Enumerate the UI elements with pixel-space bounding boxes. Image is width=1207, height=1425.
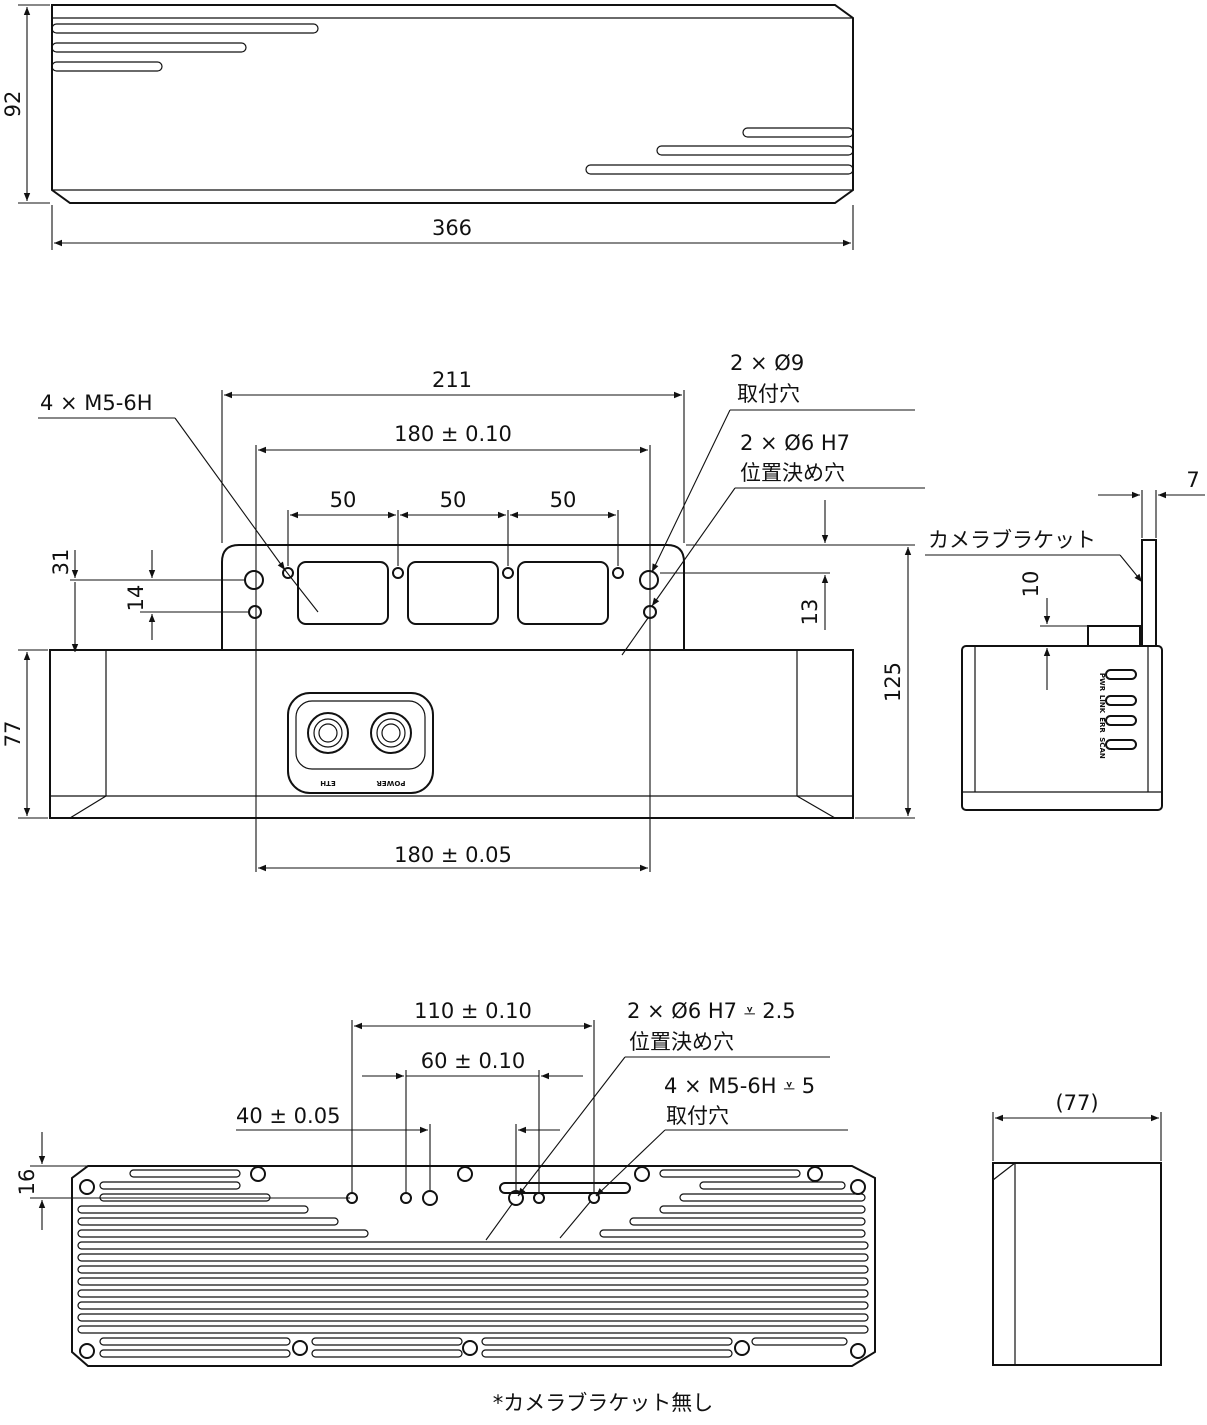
- bottom-callout-m5-line1: 4 × M5-6H ⩡ 5: [664, 1074, 815, 1098]
- bottom-callout-m5-line2: 取付穴: [666, 1104, 729, 1128]
- led-link: LINK: [1098, 695, 1106, 714]
- callout-d9-line1: 2 × Ø9: [730, 351, 804, 375]
- power-connector-icon: [370, 712, 412, 754]
- top-view: 92 366: [1, 4, 854, 250]
- bottom-callout-d6-line2: 位置決め穴: [629, 1030, 734, 1054]
- bottom-side-view: (77): [992, 1091, 1162, 1366]
- dim-50-a: 50: [330, 488, 357, 512]
- bottom-view: 110 ± 0.10 60 ± 0.10 40 ± 0.05 16 2 × Ø6…: [15, 999, 876, 1367]
- eth-label: ETH: [320, 779, 336, 787]
- dim-40: 40 ± 0.05: [236, 1104, 340, 1128]
- dim-13: 13: [798, 599, 822, 626]
- dim-180-010: 180 ± 0.10: [394, 422, 512, 446]
- dim-50-c: 50: [550, 488, 577, 512]
- top-width-dim: 366: [432, 216, 472, 240]
- dim-211: 211: [432, 368, 472, 392]
- led-scan: SCAN: [1098, 737, 1106, 759]
- callout-d9-line2: 取付穴: [737, 382, 800, 406]
- eth-connector-icon: [307, 712, 349, 754]
- led-err: ERR: [1098, 717, 1106, 733]
- bracket-label: カメラブラケット: [928, 528, 1096, 552]
- dim-50-b: 50: [440, 488, 467, 512]
- dim-180-005: 180 ± 0.05: [394, 843, 512, 867]
- dim-16: 16: [15, 1169, 39, 1196]
- side-view: PWR LINK ERR SCAN 7 カメラブラケット 10: [925, 468, 1205, 811]
- callout-d6-line2: 位置決め穴: [740, 461, 845, 485]
- dim-7: 7: [1186, 468, 1199, 492]
- bottom-callout-d6-line1: 2 × Ø6 H7 ⩡ 2.5: [627, 999, 796, 1023]
- led-pwr: PWR: [1098, 673, 1106, 692]
- dim-60: 60 ± 0.10: [421, 1049, 525, 1073]
- power-label: POWER: [376, 779, 406, 787]
- dim-10: 10: [1019, 571, 1043, 598]
- callout-m5: 4 × M5-6H: [40, 391, 153, 415]
- callout-d6-line1: 2 × Ø6 H7: [740, 431, 850, 455]
- dim-125: 125: [881, 662, 905, 702]
- dim-31: 31: [49, 549, 73, 576]
- dim-110: 110 ± 0.10: [414, 999, 532, 1023]
- footnote: *カメラブラケット無し: [493, 1391, 714, 1415]
- top-height-dim: 92: [1, 91, 25, 118]
- front-view: ETH POWER 211 180 ± 0.10 50 50 50 31 14: [1, 351, 925, 872]
- dim-77: 77: [1, 721, 25, 748]
- dim-77-ref: (77): [1055, 1091, 1098, 1115]
- dim-14: 14: [124, 585, 148, 612]
